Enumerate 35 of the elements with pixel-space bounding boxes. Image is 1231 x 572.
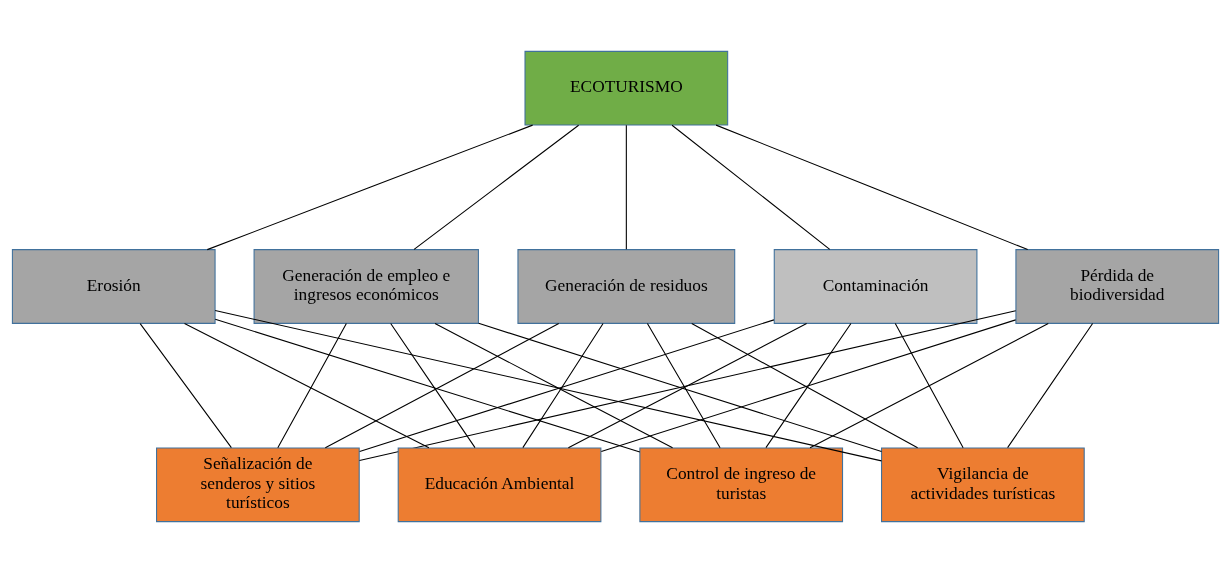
- connector: [765, 322, 852, 448]
- node-box: Señalización de senderos y sitios turísticos: [156, 446, 360, 522]
- connector: [478, 322, 883, 452]
- node-box: Vigilancia de actividades turísticas: [881, 446, 1085, 522]
- connector: [434, 322, 674, 448]
- connector: [359, 318, 775, 452]
- connector: [567, 322, 808, 448]
- connector: [214, 309, 882, 461]
- node-box: Contaminación: [773, 248, 978, 324]
- node-box: Pérdida de biodiversidad: [1015, 248, 1220, 324]
- node-box: Educación Ambiental: [397, 446, 602, 522]
- connector: [691, 322, 919, 448]
- connector: [522, 322, 604, 448]
- connector: [625, 124, 627, 250]
- node-box: Erosión: [11, 248, 216, 324]
- connector: [671, 124, 831, 250]
- connector: [894, 322, 964, 448]
- connector: [809, 322, 1049, 448]
- node-box: Generación de residuos: [517, 248, 736, 324]
- connector: [277, 322, 347, 448]
- connector: [214, 318, 641, 453]
- node-box: Control de ingreso de turistas: [639, 446, 844, 522]
- connector: [390, 322, 476, 448]
- connector: [206, 124, 534, 250]
- connector: [183, 322, 430, 448]
- connector: [646, 322, 721, 448]
- connector: [324, 322, 560, 448]
- connector: [600, 318, 1017, 452]
- connector: [139, 322, 232, 448]
- connector: [413, 124, 580, 250]
- connector: [358, 309, 1017, 461]
- node-box: Generación de empleo e ingresos económicos: [253, 248, 479, 324]
- connector: [1007, 322, 1094, 448]
- node-box: ECOTURISMO: [524, 50, 729, 126]
- connector: [715, 124, 1029, 250]
